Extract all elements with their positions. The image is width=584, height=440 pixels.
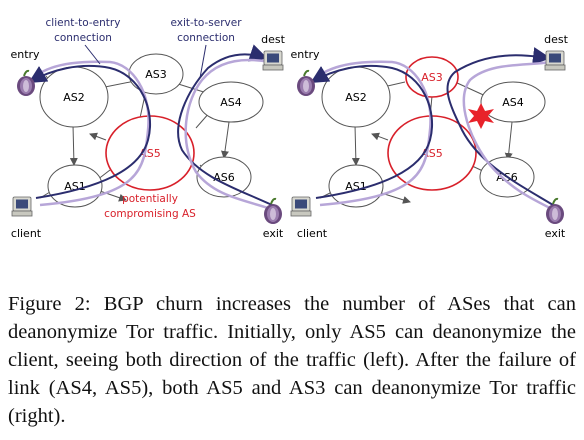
- exit-to-server-path: [177, 44, 273, 206]
- as-node-as2: AS2: [39, 66, 109, 128]
- as-node-as4-right: AS4: [480, 81, 546, 123]
- annotation-pointer-client: [84, 44, 101, 65]
- host-label-client: client: [11, 227, 42, 240]
- as-label-as2: AS2: [63, 91, 85, 104]
- entry-onion-icon-right: [296, 69, 316, 97]
- as-label-as1: AS1: [64, 180, 86, 193]
- dest-computer-icon-right: [544, 50, 566, 71]
- annotation-exit-to-server-1: exit-to-server: [170, 17, 242, 29]
- client-to-entry-path-right: [310, 65, 434, 199]
- link-failure-icon: [468, 103, 494, 129]
- figure-caption: Figure 2: BGP churn increases the number…: [8, 293, 576, 427]
- return-path-left: [26, 60, 150, 207]
- as-node-as4: AS4: [198, 81, 264, 123]
- as-label-as4-right: AS4: [502, 96, 524, 109]
- exit-to-server-path-right: [446, 47, 554, 206]
- as-label-as3-right: AS3: [421, 71, 443, 84]
- annotation-exit-to-server-2: connection: [177, 32, 235, 44]
- host-label-dest: dest: [261, 33, 285, 46]
- as-label-as4: AS4: [220, 96, 242, 109]
- annotation-compromising-1: potentially: [122, 193, 178, 205]
- host-label-entry: entry: [10, 48, 40, 61]
- host-label-exit: exit: [263, 227, 284, 240]
- as-label-as6: AS6: [213, 171, 235, 184]
- client-to-entry-path: [28, 65, 152, 199]
- annotation-client-to-entry-1: client-to-entry: [46, 17, 121, 29]
- client-computer-icon-right: [290, 196, 312, 217]
- right-panel: AS2 AS3 AS4 AS1 AS6 AS5 entr: [290, 33, 568, 240]
- as-node-as3: AS3: [128, 53, 184, 95]
- dest-computer-icon: [262, 50, 284, 71]
- exit-return-path-right: [462, 60, 552, 210]
- as-label-as3: AS3: [145, 68, 167, 81]
- entry-onion-icon: [16, 69, 36, 97]
- annotation-compromising-2: compromising AS: [104, 208, 196, 220]
- host-label-exit-right: exit: [545, 227, 566, 240]
- annotation-pointer-exit: [199, 44, 207, 79]
- exit-return-path: [184, 58, 271, 210]
- as-label-as2-right: AS2: [345, 91, 367, 104]
- host-label-entry-right: entry: [290, 48, 320, 61]
- annotation-client-to-entry-2: connection: [54, 32, 112, 44]
- host-label-dest-right: dest: [544, 33, 568, 46]
- as-node-as5-right: AS5: [387, 115, 477, 191]
- left-panel: AS2 AS3 AS4 AS1 AS6 AS5 entry: [10, 17, 285, 240]
- as-node-as6: AS6: [196, 156, 252, 198]
- figure-diagram: AS2 AS3 AS4 AS1 AS6 AS5 entry: [10, 17, 568, 240]
- as-node-as2-right: AS2: [321, 66, 391, 128]
- host-label-client-right: client: [297, 227, 328, 240]
- as-label-as1-right: AS1: [345, 180, 367, 193]
- client-computer-icon: [11, 196, 33, 217]
